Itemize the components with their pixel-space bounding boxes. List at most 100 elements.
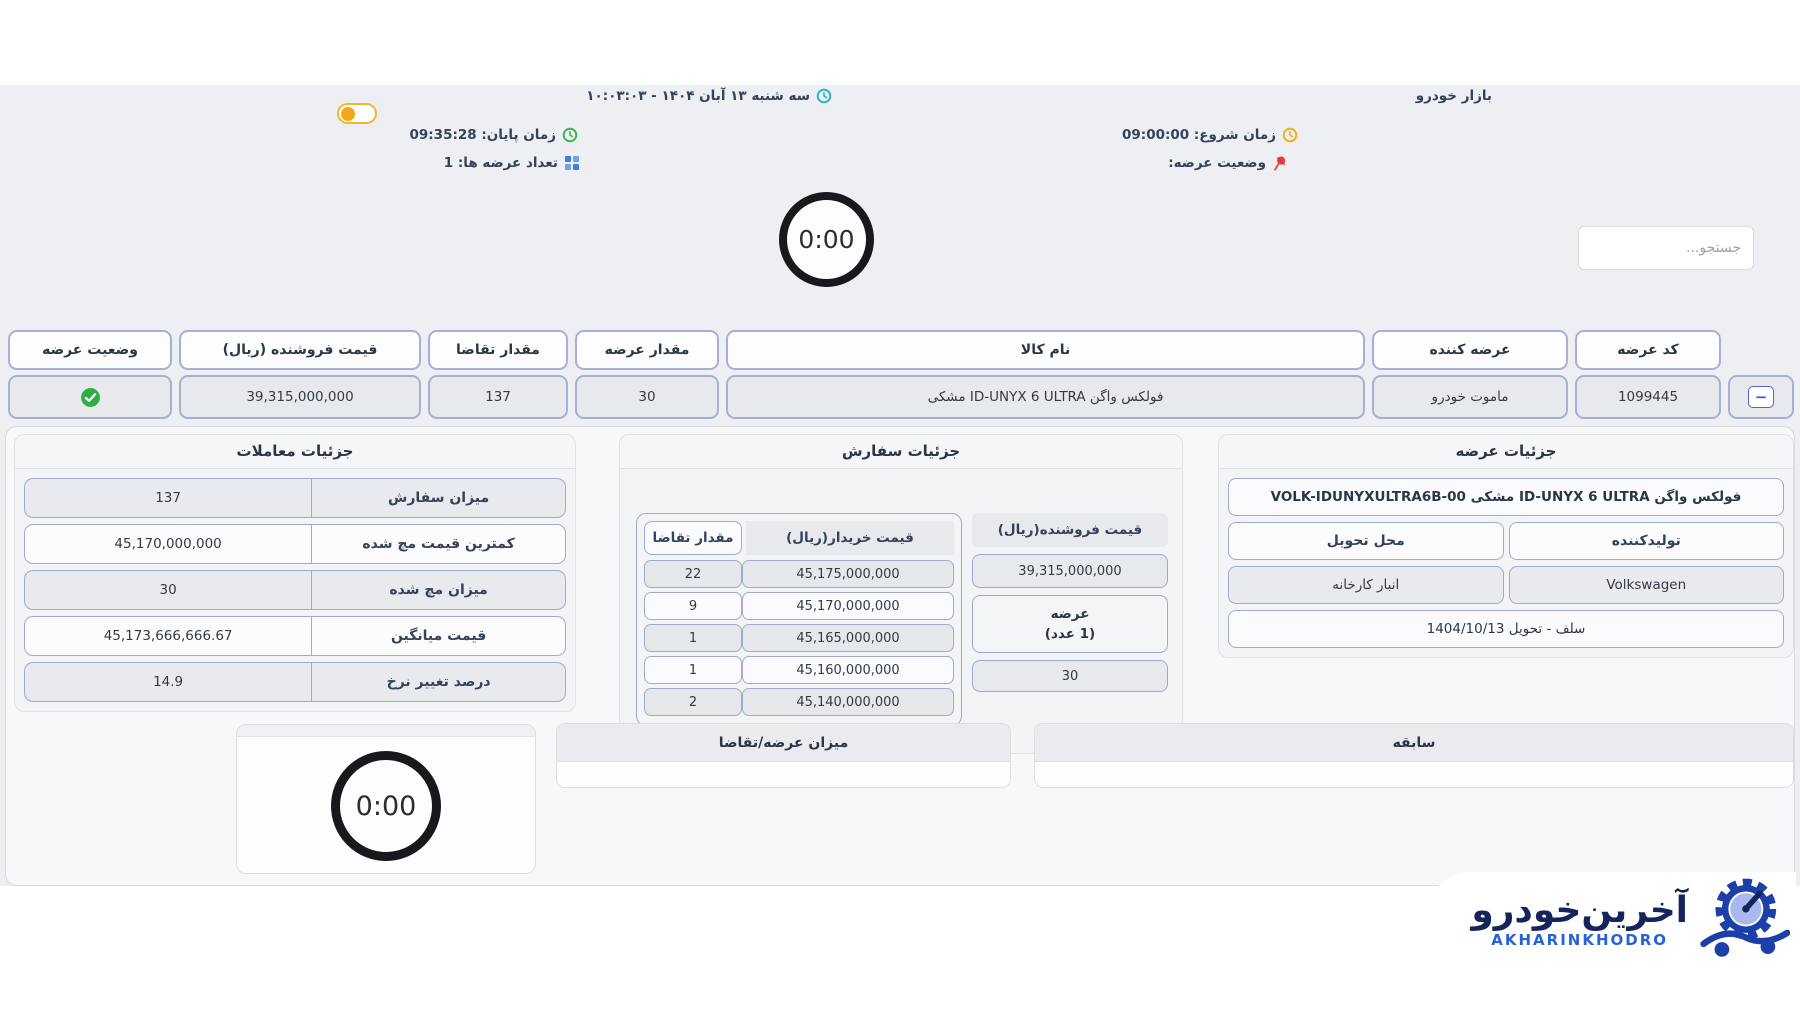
delivery-location-value: انبار کارخانه bbox=[1228, 566, 1504, 604]
buyer-order-row: 45,140,000,000 2 bbox=[644, 688, 954, 716]
demand-column-header: مقدار تقاضا bbox=[644, 521, 742, 555]
buyer-price: 45,140,000,000 bbox=[742, 688, 954, 716]
supply-amount-value: 30 bbox=[972, 660, 1168, 692]
grid-icon bbox=[564, 155, 580, 171]
collapse-row-button[interactable]: − bbox=[1748, 386, 1774, 408]
date-time-label: سه شنبه ۱۳ آبان ۱۴۰۴ - ۱۰:۰۳:۰۳ bbox=[586, 88, 810, 104]
supply-demand-section-body bbox=[557, 762, 1010, 787]
offers-table-header: کد عرضه عرضه کننده نام کالا مقدار عرضه م… bbox=[8, 330, 1794, 370]
column-header-supply-amount: مقدار عرضه bbox=[575, 330, 719, 370]
collapse-cell: − bbox=[1728, 375, 1794, 419]
offers-table: کد عرضه عرضه کننده نام کالا مقدار عرضه م… bbox=[8, 330, 1794, 419]
demand-amount-cell: 137 bbox=[428, 375, 568, 419]
buyer-order-row: 45,160,000,000 1 bbox=[644, 656, 954, 684]
trades-row-value: 14.9 bbox=[153, 674, 184, 690]
start-time-label: زمان شروع: 09:00:00 bbox=[1122, 127, 1276, 143]
supply-panel-title: جزئیات عرضه bbox=[1219, 435, 1793, 469]
seller-price-header: قیمت فروشنده(ریال) bbox=[972, 513, 1168, 547]
buyer-orders-table: قیمت خریدار(ریال) مقدار تقاضا 45,175,000… bbox=[636, 513, 962, 726]
status-cell bbox=[8, 375, 172, 419]
supply-status-label: وضعیت عرضه: bbox=[1168, 155, 1266, 171]
akharinkhodro-logo: آخرین‌خودرو AKHARINKHODRO bbox=[1424, 872, 1796, 968]
supply-amount-cell: 30 bbox=[575, 375, 719, 419]
gear-speedometer-logo-icon bbox=[1698, 874, 1791, 966]
logo-latin-wordmark: AKHARINKHODRO bbox=[1491, 930, 1669, 949]
trades-row-label: قیمت میانگین bbox=[311, 617, 565, 655]
auction-timer: 0:00 bbox=[779, 192, 874, 287]
offer-details-container: جزئیات معاملات میزان سفارش 137 کمترین قی… bbox=[5, 426, 1795, 886]
settlement-delivery-row: سلف - تحویل 1404/10/13 bbox=[1228, 610, 1784, 648]
trades-row: قیمت میانگین 45,173,666,666.67 bbox=[24, 616, 566, 656]
trades-row: میزان سفارش 137 bbox=[24, 478, 566, 518]
page-title: بازار خودرو bbox=[1415, 88, 1492, 104]
delivery-location-header: محل تحویل bbox=[1228, 522, 1504, 560]
buyer-order-row: 45,175,000,000 22 bbox=[644, 560, 954, 588]
trades-row: میزان مچ شده 30 bbox=[24, 570, 566, 610]
search-box bbox=[1578, 226, 1754, 270]
supply-demand-section: میزان عرضه/تقاضا bbox=[556, 723, 1011, 788]
trades-row-label: میزان مچ شده bbox=[311, 571, 565, 609]
buyer-demand: 9 bbox=[644, 592, 742, 620]
buyer-demand: 1 bbox=[644, 656, 742, 684]
buyer-demand: 2 bbox=[644, 688, 742, 716]
history-section-header[interactable]: سابقه bbox=[1035, 724, 1793, 762]
end-time: زمان پایان: 09:35:28 bbox=[410, 127, 579, 143]
pin-icon bbox=[1272, 155, 1288, 171]
status-ok-check-icon bbox=[80, 387, 101, 408]
supplier-cell: ماموت خودرو bbox=[1372, 375, 1568, 419]
supply-status: وضعیت عرضه: bbox=[1168, 155, 1288, 171]
view-toggle[interactable] bbox=[337, 103, 377, 124]
trades-row-value: 45,170,000,000 bbox=[114, 536, 222, 552]
column-header-offer-code: کد عرضه bbox=[1575, 330, 1721, 370]
timer-card-header bbox=[237, 725, 535, 737]
secondary-timer-card: 0:00 bbox=[236, 724, 536, 874]
secondary-timer: 0:00 bbox=[331, 751, 441, 861]
buyer-order-row: 45,170,000,000 9 bbox=[644, 592, 954, 620]
supply-details-panel: جزئیات عرضه فولکس واگن ID-UNYX 6 ULTRA م… bbox=[1218, 434, 1794, 658]
trades-row: درصد تغییر نرخ 14.9 bbox=[24, 662, 566, 702]
logo-persian-wordmark: آخرین‌خودرو bbox=[1471, 890, 1688, 932]
order-panel-title: جزئیات سفارش bbox=[620, 435, 1182, 469]
trades-panel-title: جزئیات معاملات bbox=[15, 435, 575, 469]
product-full-name: فولکس واگن ID-UNYX 6 ULTRA مشکی VOLK-IDU… bbox=[1228, 478, 1784, 516]
supply-unit-box: عرضه (1 عدد) bbox=[972, 595, 1168, 653]
supply-demand-section-header[interactable]: میزان عرضه/تقاضا bbox=[557, 724, 1010, 762]
buyer-demand: 22 bbox=[644, 560, 742, 588]
buyer-price: 45,175,000,000 bbox=[742, 560, 954, 588]
toggle-knob bbox=[341, 106, 355, 121]
buyer-order-row: 45,165,000,000 1 bbox=[644, 624, 954, 652]
buyer-price: 45,170,000,000 bbox=[742, 592, 954, 620]
column-header-demand-amount: مقدار تقاضا bbox=[428, 330, 568, 370]
trades-row-value: 137 bbox=[155, 490, 181, 506]
auction-timer-value: 0:00 bbox=[798, 225, 855, 254]
clock-icon bbox=[816, 88, 832, 104]
end-time-label: زمان پایان: 09:35:28 bbox=[409, 127, 557, 143]
history-section: سابقه bbox=[1034, 723, 1794, 788]
trades-details-panel: جزئیات معاملات میزان سفارش 137 کمترین قی… bbox=[14, 434, 576, 712]
clock-icon bbox=[562, 127, 578, 143]
search-input[interactable] bbox=[1579, 227, 1753, 269]
product-name-cell: فولکس واگن ID-UNYX 6 ULTRA مشکی bbox=[726, 375, 1365, 419]
trades-row: کمترین قیمت مچ شده 45,170,000,000 bbox=[24, 524, 566, 564]
trades-row-label: کمترین قیمت مچ شده bbox=[311, 525, 565, 563]
order-details-panel: جزئیات سفارش قیمت خریدار(ریال) مقدار تقا… bbox=[619, 434, 1183, 754]
column-header-seller-price: قیمت فروشنده (ریال) bbox=[179, 330, 421, 370]
history-section-body bbox=[1035, 762, 1793, 787]
trades-row-value: 30 bbox=[159, 582, 177, 598]
header-spacer bbox=[1728, 330, 1794, 370]
buyer-price: 45,160,000,000 bbox=[742, 656, 954, 684]
offers-count: تعداد عرضه ها: 1 bbox=[444, 155, 580, 171]
offer-code-cell: 1099445 bbox=[1575, 375, 1721, 419]
column-header-supply-status: وضعیت عرضه bbox=[8, 330, 172, 370]
trades-row-label: میزان سفارش bbox=[311, 479, 565, 517]
column-header-supplier: عرضه کننده bbox=[1372, 330, 1568, 370]
start-time: زمان شروع: 09:00:00 bbox=[1122, 127, 1298, 143]
buyer-demand: 1 bbox=[644, 624, 742, 652]
offer-row[interactable]: − 1099445 ماموت خودرو فولکس واگن ID-UNYX… bbox=[8, 375, 1794, 419]
buyer-price-column-header: قیمت خریدار(ریال) bbox=[746, 521, 954, 555]
producer-value: Volkswagen bbox=[1508, 566, 1784, 604]
column-header-product-name: نام کالا bbox=[726, 330, 1365, 370]
trades-row-label: درصد تغییر نرخ bbox=[311, 663, 565, 701]
seller-price-value: 39,315,000,000 bbox=[972, 554, 1168, 588]
